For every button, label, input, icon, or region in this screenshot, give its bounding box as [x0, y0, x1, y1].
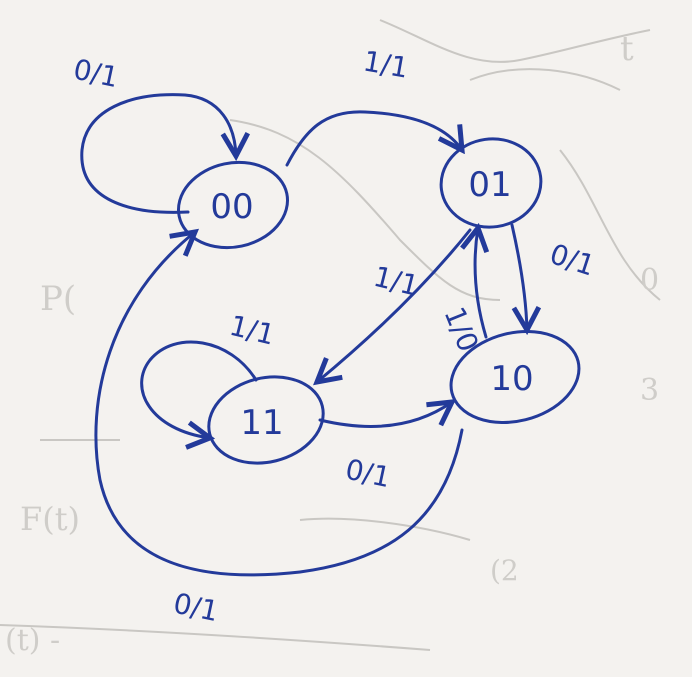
state-node-10: 10 — [449, 330, 581, 424]
state-label-00: 00 — [210, 187, 253, 227]
transition-11-10 — [318, 402, 452, 428]
transition-00-00 — [80, 93, 236, 214]
svg-text:P(: P( — [40, 279, 76, 319]
svg-text:0: 0 — [640, 263, 659, 298]
transition-00-01 — [285, 110, 462, 167]
transition-label-00-00: 0/1 — [71, 53, 122, 95]
transition-11-11 — [140, 340, 258, 438]
transition-01-10 — [510, 223, 527, 330]
svg-text:t: t — [620, 29, 634, 69]
state-label-01: 01 — [468, 165, 511, 205]
transition-10-01 — [475, 228, 486, 339]
transition-label-11-10: 0/1 — [343, 453, 394, 495]
state-node-00: 00 — [176, 160, 290, 250]
transition-10-00 — [94, 232, 464, 577]
transition-label-10-00: 0/1 — [171, 587, 222, 629]
paper-bleed-through: P( F(t) t 0 3 (t) - (2 — [0, 19, 661, 658]
transition-label-00-01: 1/1 — [361, 44, 411, 84]
svg-text:3: 3 — [640, 373, 659, 408]
state-label-11: 11 — [240, 403, 283, 443]
svg-text:F(t): F(t) — [20, 500, 80, 538]
svg-text:(t) -: (t) - — [5, 623, 60, 658]
transition-label-10-01: 1/0 — [438, 302, 485, 356]
state-node-11: 11 — [207, 375, 325, 465]
transition-label-01-11: 1/1 — [370, 260, 422, 303]
state-node-01: 01 — [439, 137, 543, 229]
state-label-10: 10 — [490, 359, 533, 399]
transition-label-01-10: 0/1 — [546, 237, 599, 282]
transition-01-11 — [317, 228, 472, 382]
transition-label-11-11: 1/1 — [226, 309, 278, 352]
svg-text:(2: (2 — [490, 554, 519, 587]
